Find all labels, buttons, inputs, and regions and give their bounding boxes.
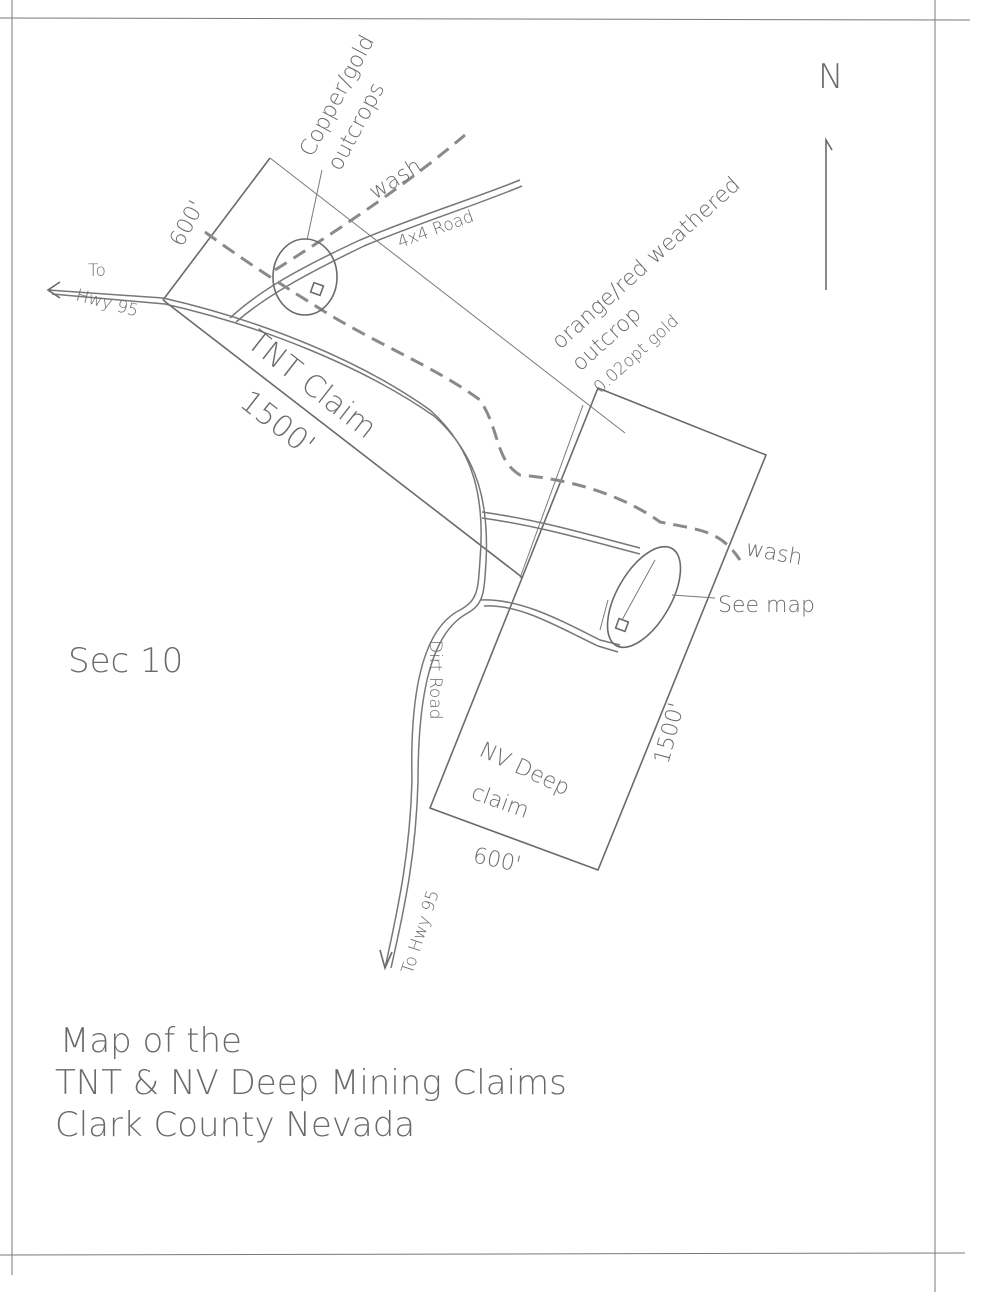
hwy-west-label: Hwy 95 [74,286,141,322]
outcrop-ellipse [606,545,682,649]
tnt-width-label: 600' [165,197,210,251]
vein-line [599,559,656,631]
road-4x4-label: 4x4 Road [395,207,477,253]
nv-length-label: 1500' [650,700,690,766]
orange-label-1: orange/red weathered [547,172,745,354]
to-label: To [88,261,106,281]
page-border-top [0,17,971,21]
tnt-claim-boundary [162,157,626,579]
orange-leader-line [519,404,584,579]
title-line-3: Clark County Nevada [55,1105,415,1145]
main-road [47,289,482,969]
title-line-1: Map of the [60,1021,242,1061]
arrow-south-icon [379,949,393,971]
wash-upper-label: wash [365,154,426,205]
see-map-leader-line [671,594,716,599]
mine-marker-icon [309,281,325,297]
north-label: N [818,57,843,97]
wash-lower-label: wash [744,536,804,570]
see-map-label: See map [718,593,815,618]
arrow-west-icon [46,281,61,299]
title-line-2: TNT & NV Deep Mining Claims [55,1063,567,1103]
section-label: Sec 10 [68,641,183,681]
wash-lower [204,230,742,561]
road-4x4 [229,179,521,319]
north-arrow-icon [825,137,833,290]
page-border-bottom [0,1252,966,1256]
dirt-road-label: Dirt Road [425,640,445,720]
copper-leader-line [306,169,323,241]
copper-outcrop-circle [272,238,338,316]
nv-deep-claim-boundary [428,386,768,872]
branch-road [481,511,641,549]
nv-claim-label-2: claim [468,780,532,824]
road-to-outcrop [479,599,621,646]
mine-marker-icon-2 [614,617,630,633]
nv-width-label: 600' [471,843,523,877]
wash-upper [274,133,466,272]
